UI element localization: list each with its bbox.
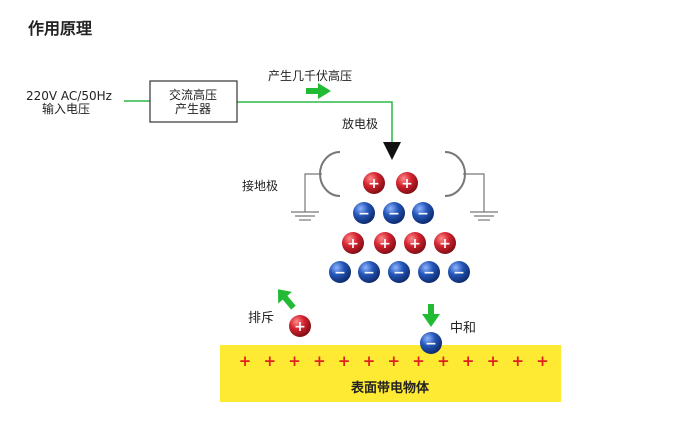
positive-ion: +: [396, 172, 418, 194]
surface-charge: +: [462, 352, 475, 370]
svg-text:−: −: [363, 265, 375, 281]
surface-charge: +: [512, 352, 525, 370]
svg-text:+: +: [401, 176, 413, 192]
neutralize-label: 中和: [450, 321, 476, 336]
svg-text:−: −: [358, 206, 370, 222]
surface-charge: +: [487, 352, 500, 370]
svg-text:+: +: [368, 176, 380, 192]
surface-charge: +: [288, 352, 301, 370]
negative-ion: −: [329, 261, 351, 283]
surface-charge: +: [363, 352, 376, 370]
output-arrow-icon: [306, 83, 331, 99]
neutralize-arrow-icon: [422, 304, 440, 327]
svg-text:+: +: [439, 236, 451, 252]
negative-ion: −: [383, 202, 405, 224]
positive-ion: +: [363, 172, 385, 194]
neutralizing-negative-ion: −: [420, 332, 442, 354]
svg-text:+: +: [409, 236, 421, 252]
surface-charge: +: [388, 352, 401, 370]
svg-text:−: −: [393, 265, 405, 281]
ground-electrode-left: [291, 151, 341, 221]
output-label: 产生几千伏高压: [268, 68, 352, 83]
surface-charge: +: [264, 352, 277, 370]
surface-charge: +: [239, 352, 252, 370]
generator-label-line2: 产生器: [175, 102, 211, 116]
surface-charge: +: [437, 352, 450, 370]
negative-ion: −: [388, 261, 410, 283]
svg-text:−: −: [425, 336, 437, 352]
surface-charges: + + + + + + + + + + + + +: [239, 352, 549, 370]
repelled-positive-ion: +: [289, 315, 311, 337]
svg-text:−: −: [453, 265, 465, 281]
generator-box: [149, 80, 238, 123]
svg-text:−: −: [423, 265, 435, 281]
svg-text:−: −: [417, 206, 429, 222]
svg-text:−: −: [388, 206, 400, 222]
surface-charge: +: [412, 352, 425, 370]
positive-ion: +: [434, 232, 456, 254]
svg-text:−: −: [334, 265, 346, 281]
negative-ion: −: [358, 261, 380, 283]
charged-surface: [220, 345, 561, 402]
svg-text:+: +: [294, 319, 306, 335]
emitter-tip-icon: [383, 142, 401, 160]
positive-ion: +: [342, 232, 364, 254]
surface-charge: +: [313, 352, 326, 370]
positive-ion: +: [374, 232, 396, 254]
ground-electrode-right: [444, 151, 498, 221]
generator-label-line1: 交流高压: [169, 87, 217, 102]
repel-arrow-icon: [278, 289, 296, 310]
svg-text:+: +: [347, 236, 359, 252]
ground-label: 接地极: [242, 178, 278, 193]
page-title: 作用原理: [28, 19, 92, 38]
negative-ion: −: [448, 261, 470, 283]
negative-ion: −: [418, 261, 440, 283]
surface-charge: +: [536, 352, 549, 370]
positive-ion: +: [404, 232, 426, 254]
output-wire: [237, 101, 393, 142]
svg-text:+: +: [379, 236, 391, 252]
input-label: 输入电压: [42, 101, 90, 116]
repel-label: 排斥: [248, 311, 274, 326]
surface-charge: +: [338, 352, 351, 370]
ion-cloud: + + − − − + + + + − − − − −: [329, 172, 470, 283]
negative-ion: −: [412, 202, 434, 224]
surface-label: 表面带电物体: [350, 380, 430, 396]
emitter-label: 放电极: [342, 116, 378, 131]
negative-ion: −: [353, 202, 375, 224]
input-voltage-label: 220V AC/50Hz: [26, 89, 112, 103]
